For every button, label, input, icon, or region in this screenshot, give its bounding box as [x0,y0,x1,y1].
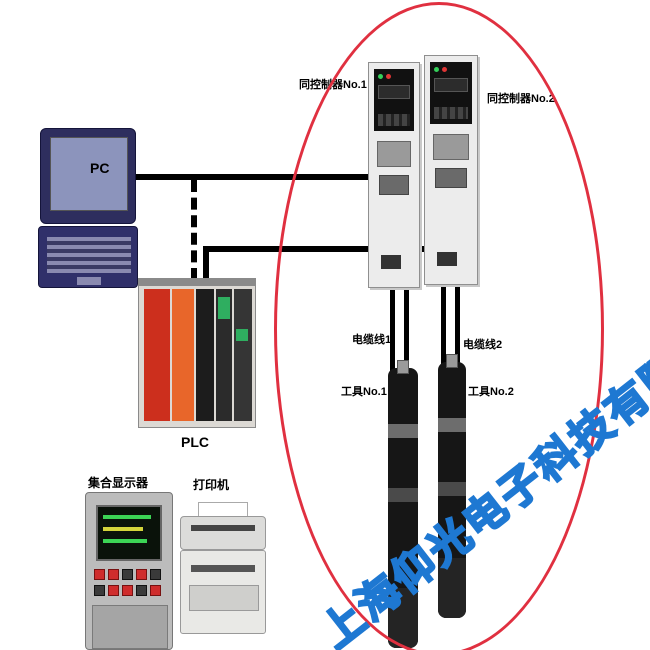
laptop-keyboard [38,226,138,288]
printer-label: 打印机 [193,478,230,492]
plc-module-io [216,289,232,421]
printer-image [180,502,266,634]
pc-label: PC [90,160,110,176]
plc-label: PLC [181,434,209,450]
laptop-image [38,128,138,290]
hmi-screen [96,505,162,561]
laptop-touchpad [77,277,101,285]
plc-module-red [144,289,170,421]
laptop-keys [47,237,131,273]
plc-rail [139,279,255,286]
laptop-screen [40,128,136,224]
hmi-button [94,569,105,580]
connection-line-dashed-pc-plc [191,180,197,280]
connection-line-pc-controller1 [115,174,403,180]
plc-connector-green [218,297,230,319]
highlight-ellipse [274,2,604,650]
laptop-display [50,137,128,211]
hmi-button-row [94,569,166,581]
hmi-button [150,585,161,596]
hmi-display-image [85,492,173,650]
plc-module-comm [234,289,252,421]
plc-image [138,278,256,428]
printer-feed-slot [191,525,255,531]
printer-tray [189,585,259,611]
plc-module-cpu [196,289,214,421]
hmi-screen-text-line [103,539,147,543]
plc-connector-green-2 [236,329,248,341]
hmi-button [136,585,147,596]
hmi-button [94,585,105,596]
printer-body [180,550,266,634]
hmi-button-row [94,585,166,597]
connection-line-plc-vertical [203,246,209,282]
hmi-button [122,585,133,596]
hmi-button [136,569,147,580]
hmi-screen-text-line [103,515,151,519]
hmi-button [150,569,161,580]
hmi-base [92,605,168,649]
hmi-button [108,569,119,580]
printer-top [180,516,266,550]
hmi-display-label: 集合显示器 [88,476,149,490]
printer-output-slot [191,565,255,572]
hmi-button [122,569,133,580]
hmi-screen-text-line [103,527,143,531]
plc-module-orange [172,289,194,421]
hmi-button [108,585,119,596]
